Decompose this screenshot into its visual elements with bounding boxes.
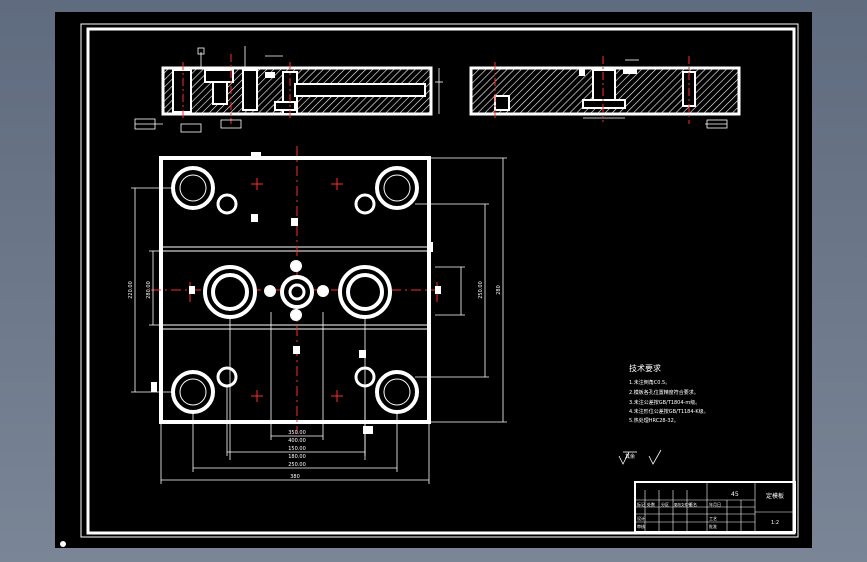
note-line-5: 5.热处理HRC28-32。 [629,417,679,424]
tb-cell-8: 审核 [637,523,645,529]
tb-cell-5: 签名 [689,501,697,507]
tb-cell-6: 年月日 [709,501,721,507]
note-line-3: 3.未注公差按GB/T1804-m级。 [629,399,700,406]
dim-bottom-5: 250.00 [288,462,306,468]
tb-part-name: 定模板 [766,492,784,500]
tb-cell-7: 设计 [637,515,645,521]
small-hole-3 [216,366,238,388]
small-hole-1 [216,193,238,215]
dim-bottom-4: 180.00 [288,454,306,460]
sprue-bushing-bore [280,275,314,309]
dim-left-1: 220.00 [128,281,134,299]
dim-right-2: 280 [496,285,502,295]
roughness-symbol [618,451,630,465]
cad-viewport[interactable]: 350.00 400.00 150.00 180.00 250.00 380 2… [55,12,812,548]
roughness-label: 其余 [625,453,635,460]
tb-cell-3: 分区 [661,501,669,507]
tb-cell-10: 批准 [709,523,717,529]
dim-right-1: 250.00 [478,281,484,299]
pin-hole-t [290,260,302,272]
tb-cell-9: 工艺 [709,516,717,521]
dim-bottom-6: 380 [290,474,300,480]
sheet-outer-border [80,23,799,538]
cavity-bore-right [338,265,392,319]
pin-hole-l [264,285,276,297]
section-view-a [134,46,443,133]
cavity-bore-left [203,265,257,319]
note-line-4: 4.未注形位公差按GB/T1184-K级。 [629,408,709,415]
notes-title: 技术要求 [629,363,661,373]
note-line-2: 2.模板各孔位置精度符合要求。 [629,389,699,396]
tb-material: 45 [731,491,739,498]
tb-cell-1: 标记 [637,501,645,507]
mold-plate-drawing: 350.00 400.00 150.00 180.00 250.00 380 2… [60,23,799,547]
dim-bottom-2: 400.00 [288,438,306,444]
section-view-b [469,56,741,129]
guide-hole-bl [171,370,215,414]
pin-hole-r [317,285,329,297]
guide-hole-tr [375,166,419,210]
guide-hole-br [375,370,419,414]
tb-cell-2: 处数 [647,501,655,507]
title-block: 标记 处数 分区 更改文件号 签名 年月日 设计 审核 工艺 批准 45 定模板… [634,481,796,533]
dim-bottom-3: 150.00 [288,446,306,452]
small-hole-2 [354,193,376,215]
sheet-inner-border [86,27,796,535]
dim-left-2: 280.00 [146,281,152,299]
dim-bottom-1: 350.00 [288,430,306,436]
origin-marker [60,541,66,547]
technical-notes: 技术要求 1.未注倒角C0.5。 2.模板各孔位置精度符合要求。 3.未注公差按… [618,363,709,465]
guide-hole-tl [171,166,215,210]
tb-cell-4: 更改文件号 [674,502,692,507]
pin-hole-b [290,309,302,321]
plan-view: 350.00 400.00 150.00 180.00 250.00 380 2… [128,146,507,484]
tb-drawing-no: 1:2 [771,520,779,526]
note-line-1: 1.未注倒角C0.5。 [629,379,670,386]
